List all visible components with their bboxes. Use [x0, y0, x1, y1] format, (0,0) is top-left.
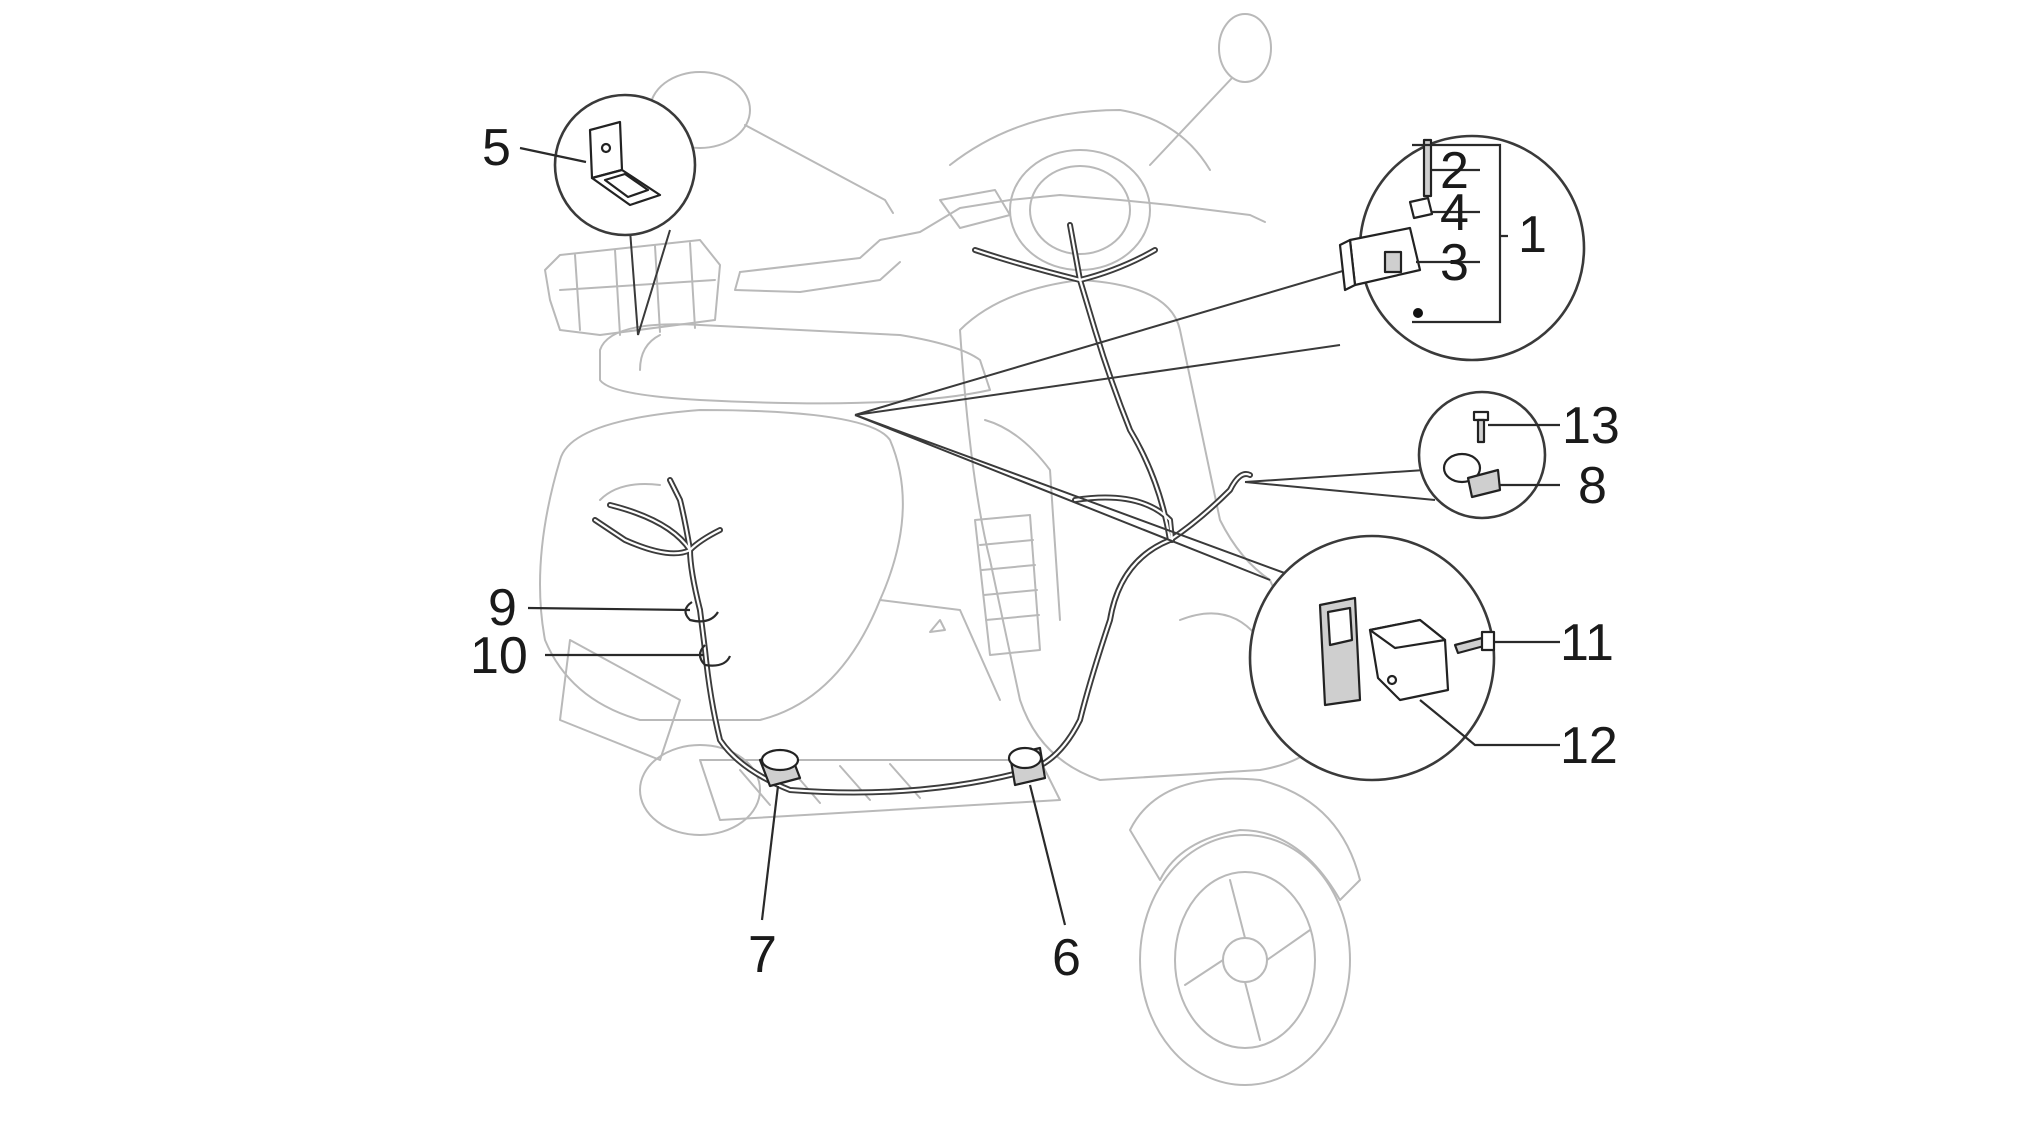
detail-bubble-8-13 — [1417, 390, 1560, 520]
rear-wheel — [639, 744, 761, 836]
callout-3: 3 — [1440, 234, 1469, 292]
callout-4: 4 — [1440, 184, 1469, 242]
floorboard — [699, 759, 1061, 821]
screw-13-icon — [1472, 410, 1490, 444]
detail-bubble-1 — [1338, 134, 1586, 362]
callout-1: 1 — [1518, 206, 1547, 264]
clip-8-icon — [1442, 452, 1502, 499]
bolt-11-icon — [1453, 630, 1496, 655]
front-wheel — [1139, 834, 1351, 1086]
scooter-outline — [539, 13, 1361, 1086]
loop-9-icon — [684, 601, 719, 623]
bracket-1-line — [1412, 143, 1508, 324]
horn-grille — [974, 514, 1041, 656]
callout-8: 8 — [1578, 457, 1607, 515]
wiring-harness — [592, 222, 1253, 796]
detail-bubble-5 — [553, 93, 697, 237]
callout-5: 5 — [482, 119, 511, 177]
pin-2-icon — [1422, 138, 1433, 198]
callout-13: 13 — [1562, 397, 1620, 455]
rear-rack — [544, 239, 721, 336]
terminal-4-icon — [1408, 196, 1434, 220]
callout-6: 6 — [1052, 929, 1081, 987]
seat — [599, 323, 991, 405]
detail-cones — [629, 229, 1436, 581]
relay-box-3-icon — [1338, 226, 1422, 292]
clamp-6-icon — [1007, 746, 1047, 787]
detail-bubble-11-12 — [1248, 534, 1560, 782]
muffler — [559, 639, 681, 761]
dot-marker-icon — [1413, 308, 1423, 318]
clamp-7-icon — [758, 748, 802, 788]
right-mirror — [1218, 13, 1272, 83]
callout-7: 7 — [748, 926, 777, 984]
callout-10: 10 — [470, 627, 528, 685]
callout-12: 12 — [1560, 717, 1618, 775]
front-fender — [1129, 777, 1361, 901]
callout-numbers: 5 2 4 1 3 13 8 9 10 11 12 7 6 — [470, 119, 1620, 987]
leader-lines — [519, 146, 1067, 926]
bracket-12-icon — [1318, 596, 1362, 707]
relay-12-icon — [1368, 618, 1450, 702]
bracket-5-icon — [588, 120, 662, 207]
callout-11: 11 — [1560, 614, 1614, 672]
loop-10-icon — [698, 644, 732, 667]
callout-2: 2 — [1440, 142, 1469, 200]
rear-body — [539, 409, 904, 721]
callout-9: 9 — [488, 579, 517, 637]
